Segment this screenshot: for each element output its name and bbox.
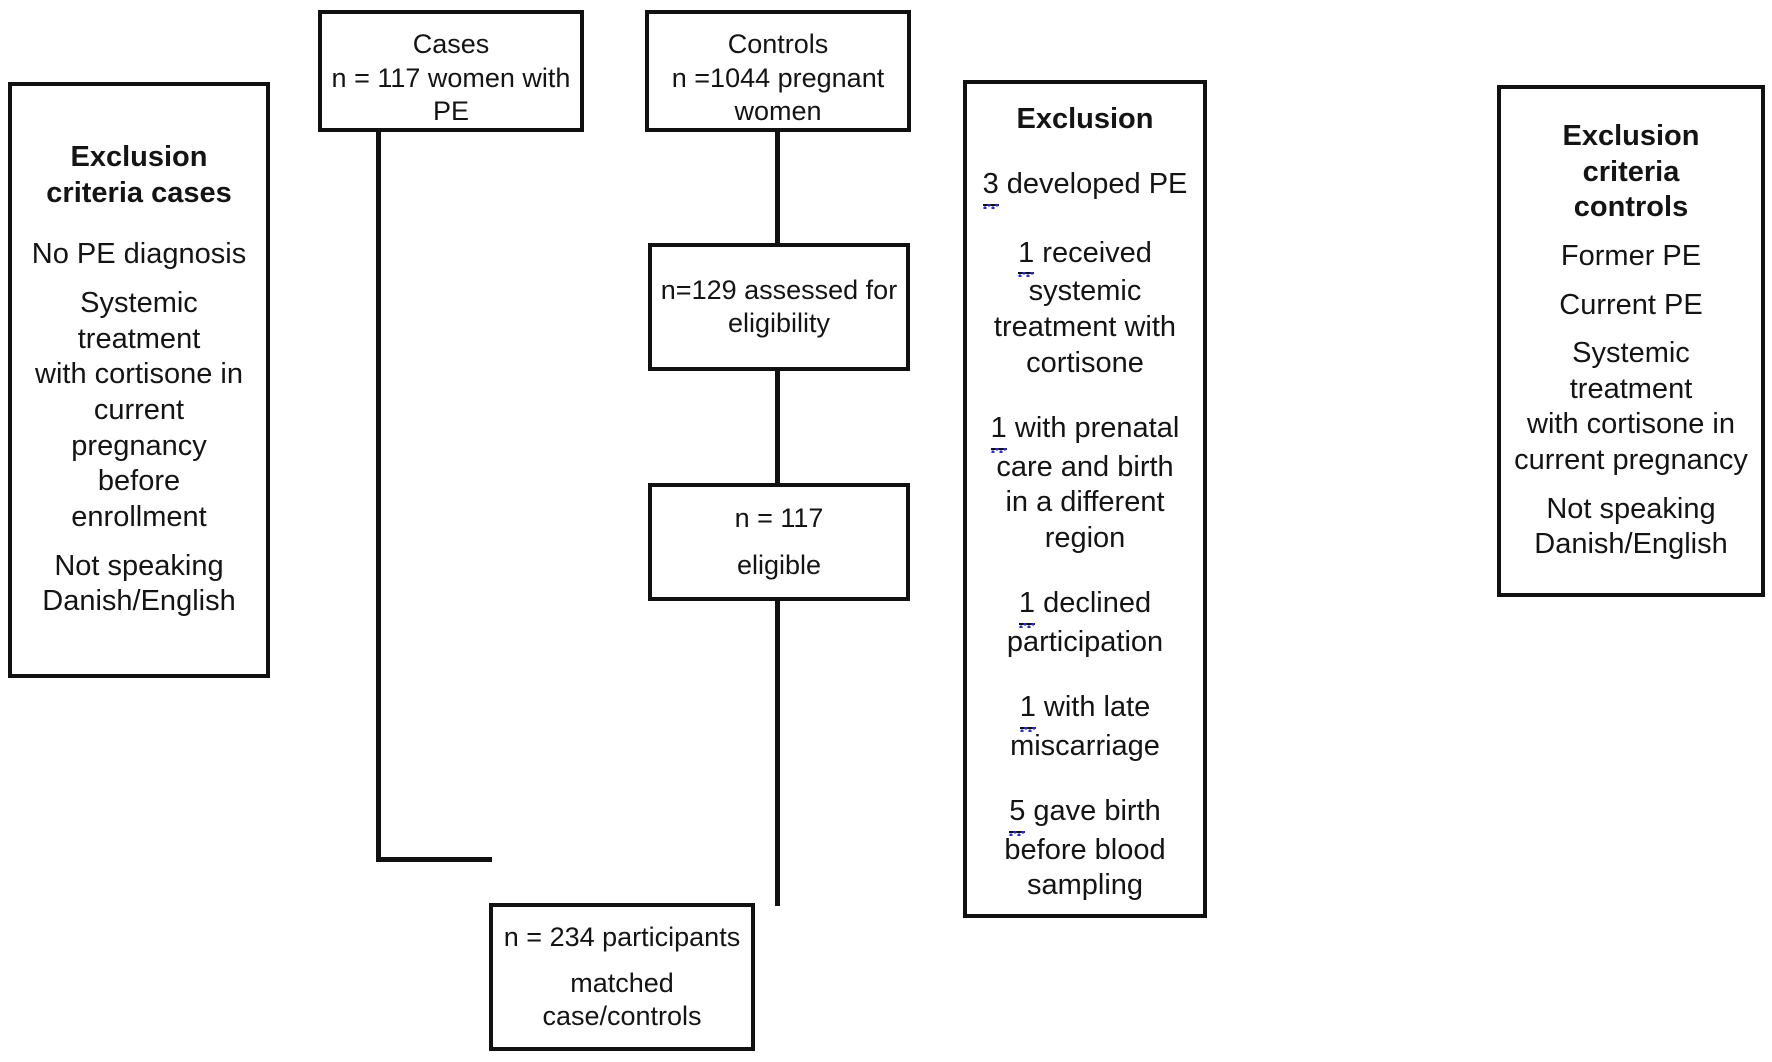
exclusion-item-4: 1 declined: [973, 586, 1197, 628]
exclusion-item-4-text-b: participation: [1006, 625, 1164, 658]
cases-title: Cases: [412, 29, 490, 59]
exclusion-item-4-text-a: declined: [1043, 587, 1152, 620]
exclusion-item-6-count: 5: [1009, 794, 1026, 836]
exclusion-item-1-count: 3: [982, 167, 999, 209]
exclusion-criteria-controls-line-3a: Systemic treatment: [1569, 337, 1693, 405]
exclusion-item-5-text-a: with late: [1043, 691, 1151, 724]
participants-line-1: n = 234 participants: [503, 921, 741, 952]
box-eligible: n = 117 eligible: [648, 483, 910, 601]
box-exclusion: Exclusion 3 developed PE 1 received syst…: [963, 80, 1207, 918]
exclusion-item-2-text-b: systemic: [1028, 275, 1142, 308]
box-cases: Cases n = 117 women with PE: [318, 10, 584, 132]
exclusion-criteria-cases-line-2b: with cortisone in: [35, 358, 243, 391]
exclusion-item-6-text-c: sampling: [1026, 869, 1144, 902]
box-assessed-for-eligibility: n=129 assessed for eligibility: [648, 243, 910, 371]
exclusion-item-2-text-c: treatment with: [993, 310, 1177, 343]
exclusion-criteria-controls-line-1: Former PE: [1560, 239, 1702, 272]
exclusion-item-6: 5 gave birth: [973, 794, 1197, 836]
exclusion-criteria-controls-heading-b: controls: [1573, 191, 1689, 224]
cases-detail-line-1: n = 117 women with: [331, 62, 571, 93]
exclusion-item-2: 1 received: [973, 236, 1197, 277]
exclusion-criteria-cases-line-2a: Systemic treatment: [77, 287, 201, 355]
exclusion-item-5: 1 with late: [973, 690, 1197, 732]
exclusion-item-2-count: 1: [1018, 236, 1035, 277]
exclusion-item-5-count: 1: [1019, 690, 1036, 732]
participants-line-2: matched: [570, 967, 674, 998]
exclusion-criteria-controls-heading-a: Exclusion criteria: [1562, 119, 1700, 188]
exclusion-item-3-text-d: region: [1044, 521, 1126, 554]
exclusion-criteria-cases-line-2d: before enrollment: [71, 465, 207, 533]
connector-assessed-to-eligible: [775, 371, 780, 483]
exclusion-item-1: 3 developed PE: [973, 167, 1197, 209]
connector-cases-horizontal: [376, 857, 492, 862]
exclusion-item-5-text-b: miscarriage: [1010, 729, 1160, 762]
eligible-line-1: n = 117: [734, 503, 824, 534]
exclusion-item-3-text-c: in a different: [1005, 486, 1165, 519]
box-exclusion-criteria-cases: Exclusion criteria cases No PE diagnosis…: [8, 82, 270, 678]
cases-detail-line-2: PE: [432, 95, 470, 126]
participants-line-3: case/controls: [542, 1001, 702, 1032]
exclusion-criteria-controls-line-3b: with cortisone in: [1527, 408, 1735, 441]
box-controls: Controls n =1044 pregnant women: [645, 10, 911, 132]
exclusion-criteria-controls-line-3c: current pregnancy: [1514, 444, 1748, 477]
connector-controls-to-assessed: [775, 131, 780, 272]
connector-eligible-to-participants: [775, 598, 780, 906]
exclusion-heading: Exclusion: [1016, 103, 1154, 135]
exclusion-item-3-count: 1: [990, 411, 1007, 453]
exclusion-criteria-cases-heading: Exclusion criteria cases: [46, 141, 232, 209]
exclusion-item-2-text-d: cortisone: [1026, 346, 1144, 379]
box-exclusion-criteria-controls: Exclusion criteria controls Former PE Cu…: [1497, 85, 1765, 597]
exclusion-criteria-controls-line-4a: Not speaking: [1546, 492, 1716, 525]
controls-detail-line-2: women: [734, 95, 822, 126]
exclusion-item-1-text: developed PE: [1006, 168, 1188, 201]
exclusion-item-2-text-a: received: [1042, 236, 1152, 269]
exclusion-item-3-text-b: care and birth: [996, 450, 1174, 483]
connector-cases-vertical: [376, 131, 381, 862]
exclusion-item-6-text-a: gave birth: [1033, 795, 1161, 828]
controls-detail-line-1: n =1044 pregnant: [671, 62, 885, 93]
exclusion-criteria-cases-line-3b: Danish/English: [42, 585, 236, 618]
exclusion-criteria-cases-line-3a: Not speaking: [54, 549, 224, 582]
box-participants: n = 234 participants matched case/contro…: [489, 903, 755, 1051]
eligible-line-2: eligible: [736, 549, 822, 580]
exclusion-criteria-cases-line-2c: current pregnancy: [71, 394, 207, 462]
exclusion-item-6-text-b: before blood: [1004, 833, 1166, 866]
exclusion-criteria-controls-line-4b: Danish/English: [1534, 528, 1728, 561]
exclusion-item-4-count: 1: [1018, 586, 1036, 628]
exclusion-criteria-cases-line-1: No PE diagnosis: [31, 238, 247, 271]
controls-title: Controls: [727, 29, 829, 59]
exclusion-criteria-controls-line-2: Current PE: [1559, 288, 1703, 321]
exclusion-item-3-text-a: with prenatal: [1014, 411, 1180, 444]
assessed-line-1: n=129 assessed for: [660, 274, 898, 305]
exclusion-item-3: 1 with prenatal: [973, 411, 1197, 453]
assessed-line-2: eligibility: [727, 308, 831, 338]
